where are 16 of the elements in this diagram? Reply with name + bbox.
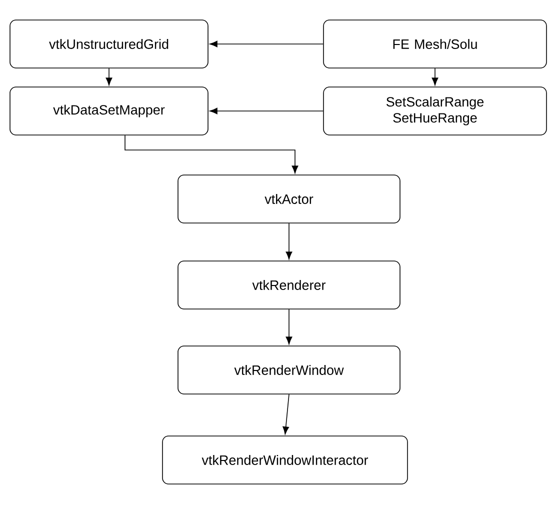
process-box: vtkRenderer <box>178 260 400 310</box>
process-box: vtkDataSetMapper <box>10 86 208 136</box>
process-box: SetScalarRange SetHueRange <box>323 86 547 136</box>
arrow <box>124 135 298 174</box>
arrow <box>210 108 324 114</box>
process-box: vtkRenderWindowInteractor <box>162 436 408 484</box>
arrow <box>432 68 438 86</box>
process-box: vtkActor <box>178 174 400 224</box>
arrow <box>210 40 324 48</box>
process-box: vtkRenderWindow <box>178 346 400 394</box>
arrow <box>106 68 112 86</box>
process-box: vtkUnstructuredGrid <box>10 20 208 68</box>
process-box: FE Mesh/Solu <box>323 20 547 68</box>
arrow <box>282 394 290 434</box>
arrow <box>286 309 292 344</box>
arrow <box>286 223 292 260</box>
